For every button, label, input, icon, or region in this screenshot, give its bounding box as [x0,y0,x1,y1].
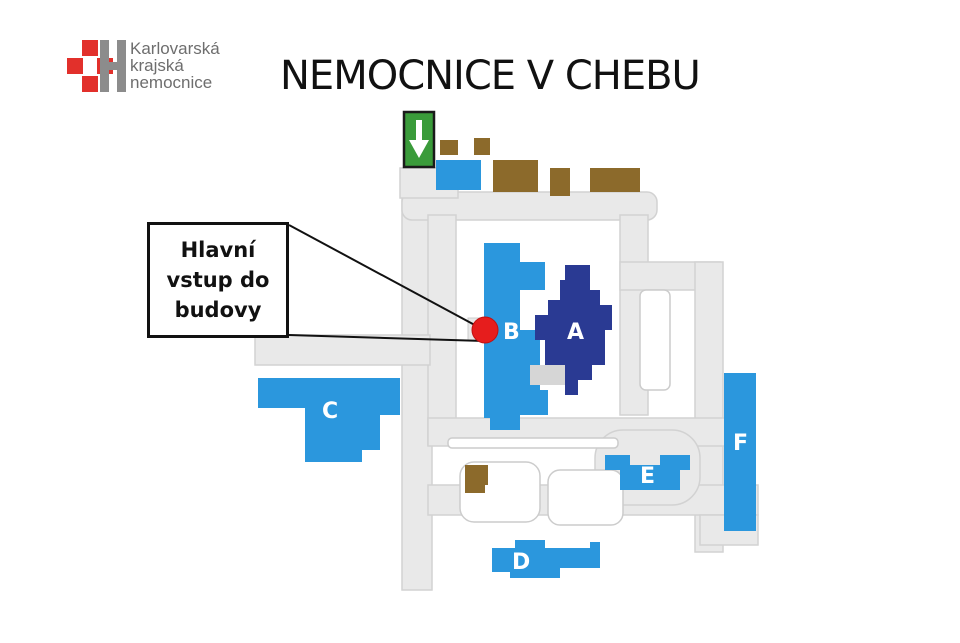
parking-east [639,289,671,391]
building-e-label: E [640,464,656,489]
building-e [605,455,690,490]
logo-line: Karlovarská [130,39,220,58]
outbuildings [440,138,640,493]
callout-line: budovy [174,298,262,322]
outbuilding [590,168,640,192]
logo-text: Karlovarská krajská nemocnice [130,40,260,91]
building-gatehouse [436,160,481,190]
page-title: NEMOCNICE V CHEBU [280,53,701,99]
logo-h-bar [100,62,126,70]
road-west-spur [254,334,431,366]
hospital-logo [67,40,126,92]
callout-connector [288,224,485,331]
main-entrance-callout: Hlavní vstup do budovy [147,222,289,338]
building-a-court [530,365,565,385]
building-d [492,540,600,578]
building-c-label: C [322,399,339,424]
main-entrance-marker [471,316,499,344]
parking-southmid [547,469,624,526]
outbuilding [480,465,488,485]
arrow-down-icon [402,110,436,169]
logo-line: nemocnice [130,73,213,92]
logo-cross-square [82,40,98,56]
building-d-label: D [512,550,531,575]
outbuilding [474,138,490,155]
callout-line: Hlavní [180,238,256,262]
building-f [724,373,756,531]
callout-connector [288,334,485,342]
outbuilding [550,168,570,196]
building-b-label: B [503,320,520,345]
road-inner-west [427,214,457,446]
outbuilding [440,140,458,155]
parking-south [447,437,619,449]
logo-cross-square [67,58,83,74]
outbuilding [493,160,538,192]
logo-cross-square [82,76,98,92]
building-a [535,265,612,395]
building-c [258,378,400,462]
road-west-vertical [401,169,433,591]
logo-line: krajská [130,56,184,75]
callout-line: vstup do [166,268,270,292]
building-f-label: F [733,431,749,456]
building-a-label: A [567,320,585,345]
